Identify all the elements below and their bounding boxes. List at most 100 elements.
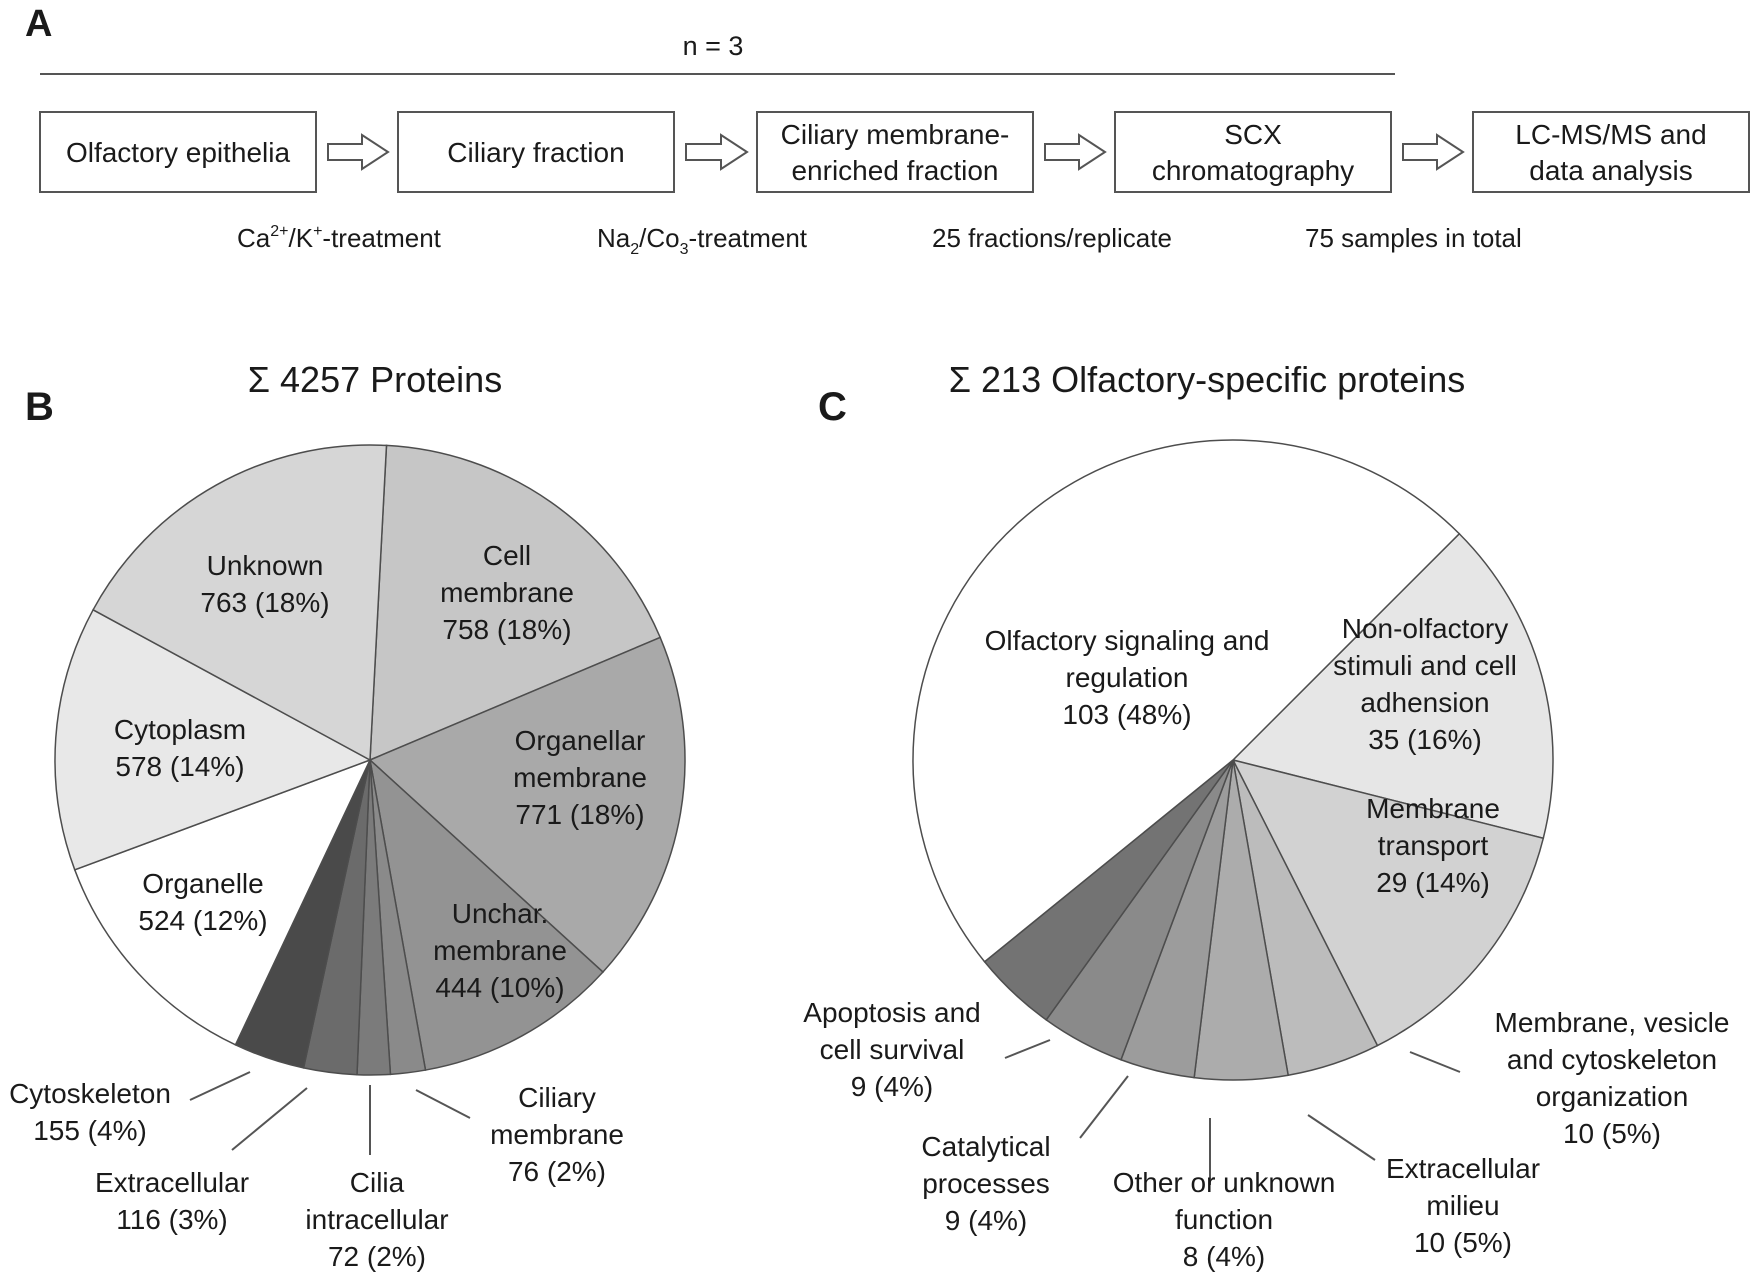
leader-line — [1409, 1051, 1461, 1073]
slice-label-text: 76 (2%) — [508, 1156, 606, 1187]
leader-line — [1307, 1114, 1376, 1161]
slice-label-text: Membrane — [1366, 793, 1500, 824]
slice-label-text: 771 (18%) — [515, 799, 644, 830]
treatment-label-4: 75 samples in total — [1305, 223, 1522, 253]
panel-b: B Σ 4257 Proteins Cell membrane 758 (18%) O… — [9, 359, 686, 1272]
workflow-step-text: Ciliary membrane- — [781, 119, 1010, 150]
slice-label-text: Organelle — [142, 868, 263, 899]
slice-label-text: intracellular — [305, 1204, 448, 1235]
workflow-arrow — [327, 133, 390, 171]
slice-label-text: transport — [1378, 830, 1489, 861]
slice-label-text: membrane — [490, 1119, 624, 1150]
leader-line — [189, 1071, 251, 1101]
workflow-step-text: LC-MS/MS and — [1515, 119, 1706, 150]
treatment-labels: Ca2+/K+-treatment Na2/Co3-treatment 25 f… — [237, 223, 1522, 258]
pie-slice-cell-membrane — [369, 444, 662, 762]
treatment-label-3: 25 fractions/replicate — [932, 223, 1172, 253]
slice-label-text: 35 (16%) — [1368, 724, 1482, 755]
slice-label-text: 8 (4%) — [1183, 1241, 1265, 1272]
slice-label-text: function — [1175, 1204, 1273, 1235]
slice-label-text: Catalytical — [921, 1131, 1050, 1162]
slice-label-text: Membrane, vesicle — [1495, 1007, 1730, 1038]
slice-label-text: 10 (5%) — [1414, 1227, 1512, 1258]
replicates-label: n = 3 — [683, 31, 744, 61]
slice-label-text: Apoptosis and — [803, 997, 980, 1028]
slice-label-text: Cilia — [350, 1167, 405, 1198]
slice-label-text: membrane — [440, 577, 574, 608]
slice-label-text: 10 (5%) — [1563, 1118, 1661, 1149]
slice-label-text: membrane — [433, 935, 567, 966]
slice-label: Organelle 524 (12%) — [138, 868, 267, 936]
pie-slice-organellar-membrane — [368, 636, 686, 974]
slice-label-text: 763 (18%) — [200, 587, 329, 618]
slice-label-text: Unchar. — [452, 898, 549, 929]
slice-label-text: adhension — [1360, 687, 1489, 718]
slice-label-text: 444 (10%) — [435, 972, 564, 1003]
leader-line — [231, 1087, 308, 1151]
slice-label: Cytoskeleton 155 (4%) — [9, 1071, 251, 1146]
slice-label-text: 9 (4%) — [851, 1071, 933, 1102]
slice-label: Cell membrane 758 (18%) — [440, 540, 574, 645]
panel-b-letter: B — [25, 385, 54, 429]
pie-slice-olfactory-signaling-and-regulation — [912, 439, 1461, 963]
slice-label-text: 578 (14%) — [115, 751, 244, 782]
panel-a-letter: A — [25, 3, 52, 45]
slice-label-text: 103 (48%) — [1062, 699, 1191, 730]
slice-label-text: 155 (4%) — [33, 1115, 147, 1146]
slice-label-text: membrane — [513, 762, 647, 793]
slice-label: Ciliary membrane 76 (2%) — [415, 1082, 624, 1187]
workflow-step-text: SCX — [1224, 119, 1282, 150]
pie-slice-unchar-membrane — [368, 757, 605, 1071]
workflow-step-2: Ciliary fraction — [397, 111, 675, 193]
slice-label-text: Cell — [483, 540, 531, 571]
workflow-step-text: Ciliary fraction — [447, 137, 624, 168]
slice-label-text: 116 (3%) — [116, 1204, 228, 1235]
leader-line — [1004, 1039, 1051, 1059]
slice-label-text: 72 (2%) — [328, 1241, 426, 1272]
workflow-step-box — [397, 111, 675, 193]
pie-slice-cytoplasm — [54, 608, 372, 871]
workflow-step-text: chromatography — [1152, 155, 1354, 186]
panel-c-title: Σ 213 Olfactory-specific proteins — [949, 359, 1465, 400]
slice-label-text: Unknown — [207, 550, 324, 581]
slice-label-text: Ciliary — [518, 1082, 596, 1113]
workflow-step-box — [39, 111, 317, 193]
panel-b-title: Σ 4257 Proteins — [248, 359, 502, 400]
slice-label: Other or unknown function 8 (4%) — [1113, 1118, 1336, 1272]
slice-label-text: Cytoplasm — [114, 714, 246, 745]
slice-label-text: Extracellular — [95, 1167, 249, 1198]
workflow-step-3: Ciliary membrane-enriched fraction — [756, 111, 1034, 193]
slice-label-text: regulation — [1066, 662, 1189, 693]
slice-label-text: 758 (18%) — [442, 614, 571, 645]
slice-label-text: 524 (12%) — [138, 905, 267, 936]
pie-slice-unknown — [92, 444, 388, 762]
slice-label-text: 29 (14%) — [1376, 867, 1490, 898]
workflow-arrow — [685, 133, 749, 171]
leader-line — [415, 1089, 471, 1119]
slice-label-text: Cytoskeleton — [9, 1078, 171, 1109]
slice-label-text: milieu — [1426, 1190, 1499, 1221]
slice-label-text: processes — [922, 1168, 1050, 1199]
leader-line — [1079, 1075, 1129, 1139]
slice-label-text: organization — [1536, 1081, 1689, 1112]
slice-label: Organellar membrane 771 (18%) — [513, 725, 647, 830]
treatment-label-2: Na2/Co3-treatment — [597, 223, 808, 258]
slice-label: Cytoplasm 578 (14%) — [114, 714, 246, 782]
treatment-label-1: Ca2+/K+-treatment — [237, 223, 442, 253]
workflow-step-box — [756, 111, 1034, 193]
workflow-step-box — [1472, 111, 1750, 193]
slice-label-text: Other or unknown — [1113, 1167, 1336, 1198]
slice-label: Unknown 763 (18%) — [200, 550, 329, 618]
workflow-arrow — [1044, 133, 1107, 171]
slice-label: Membrane transport 29 (14%) — [1366, 793, 1500, 898]
slice-label-text: Organellar — [515, 725, 646, 756]
